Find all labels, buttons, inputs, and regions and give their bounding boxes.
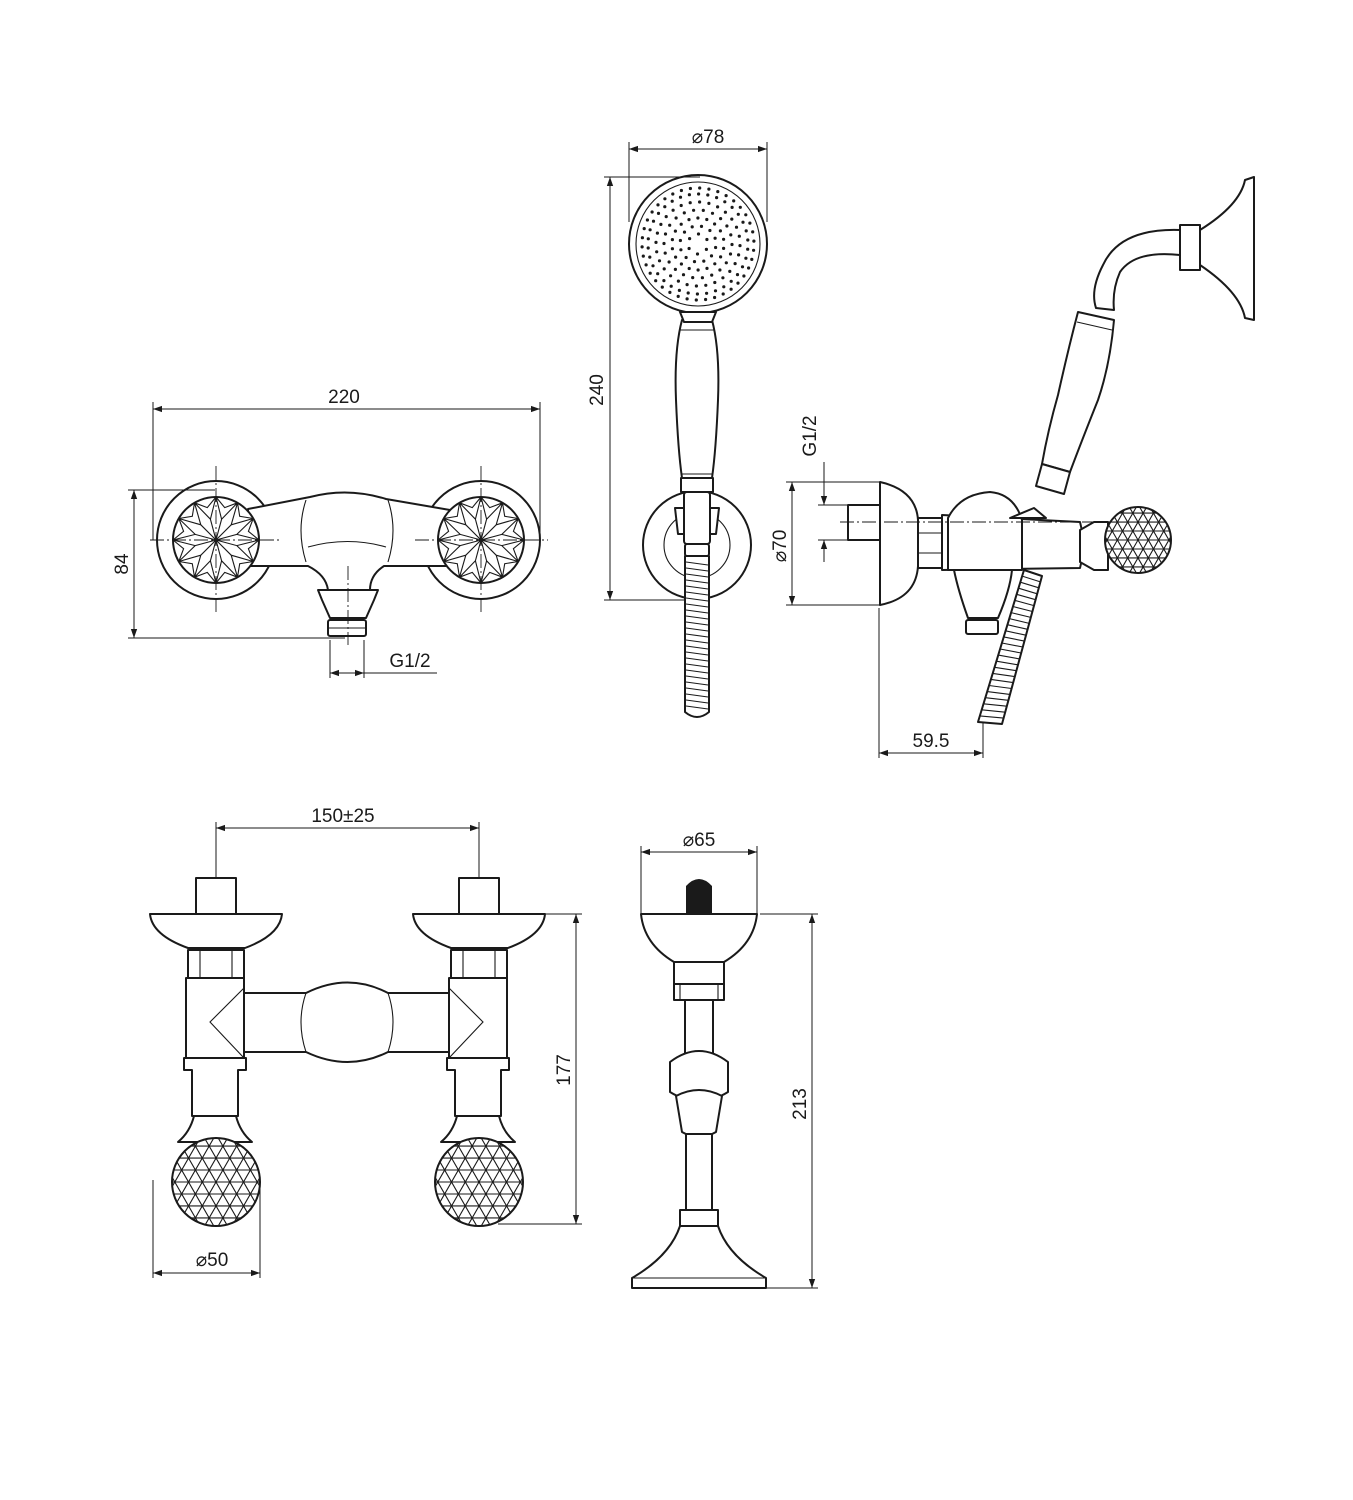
side-crystal-handle[interactable] bbox=[1023, 468, 1254, 612]
right-inlet bbox=[458, 877, 500, 915]
holder-diameter-label: ⌀65 bbox=[683, 830, 716, 851]
holder-top-inlet bbox=[686, 879, 712, 914]
shower-nozzles bbox=[640, 186, 756, 302]
side-wall-flange bbox=[879, 481, 919, 606]
shower-head bbox=[628, 174, 768, 314]
grip-collar bbox=[680, 477, 714, 493]
cross-bar bbox=[243, 981, 450, 1063]
front-view: 220 84 G1/2 bbox=[112, 387, 548, 678]
inlet-spacing-label: 150±25 bbox=[311, 806, 374, 827]
left-neck bbox=[183, 1057, 247, 1117]
left-bottom-handle[interactable] bbox=[62, 1086, 370, 1277]
holder-rosette bbox=[1199, 176, 1255, 321]
side-projection-label: 59.5 bbox=[913, 731, 950, 752]
side-hose bbox=[977, 569, 1043, 725]
left-flange-cup bbox=[149, 913, 283, 949]
front-height-label: 84 bbox=[112, 553, 133, 575]
left-nut bbox=[187, 949, 245, 979]
handshower-grip bbox=[674, 319, 720, 479]
bottom-height-label: 177 bbox=[554, 1054, 575, 1086]
holder-base bbox=[631, 1225, 767, 1289]
handle-diameter-label: ⌀50 bbox=[196, 1250, 229, 1271]
shower-hose bbox=[684, 555, 710, 718]
outlet-spout bbox=[317, 589, 379, 619]
right-neck bbox=[446, 1057, 510, 1117]
right-flange-cup bbox=[412, 913, 546, 949]
side-outlet bbox=[953, 569, 1013, 619]
side-diameter-label: ⌀70 bbox=[770, 530, 791, 563]
handshower-length-label: 240 bbox=[587, 374, 608, 406]
right-nut bbox=[450, 949, 508, 979]
side-inlet-label: G1/2 bbox=[800, 415, 821, 456]
front-width-label: 220 bbox=[328, 387, 360, 408]
right-bottom-handle[interactable] bbox=[325, 1086, 633, 1277]
front-outlet-label: G1/2 bbox=[389, 651, 430, 672]
holder-cup bbox=[640, 913, 758, 963]
left-inlet bbox=[195, 877, 237, 915]
holder-view: ⌀65 213 bbox=[631, 830, 818, 1289]
side-handshower-grip bbox=[1041, 311, 1115, 473]
holder-height-label: 213 bbox=[790, 1088, 811, 1120]
head-diameter-label: ⌀78 bbox=[692, 127, 725, 148]
left-valve-body bbox=[185, 977, 245, 1061]
right-valve-body bbox=[448, 977, 508, 1061]
side-view: G1/2 ⌀70 59.5 bbox=[770, 176, 1255, 758]
side-inlet-pipe bbox=[847, 504, 881, 541]
side-coupling-nut bbox=[917, 517, 943, 569]
handshower-view: ⌀78 240 bbox=[587, 127, 768, 718]
holder-arm bbox=[1093, 228, 1181, 311]
bottom-view: 150±25 177 ⌀50 bbox=[62, 806, 633, 1278]
